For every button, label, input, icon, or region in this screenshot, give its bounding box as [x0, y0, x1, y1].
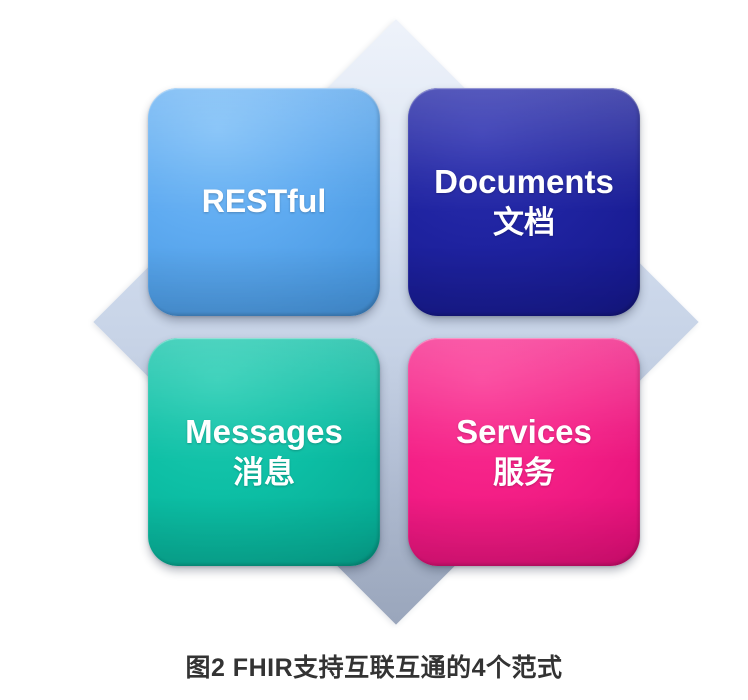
tile-restful[interactable]: RESTful — [148, 88, 380, 316]
tile-services-label-en: Services — [456, 412, 592, 450]
tile-messages[interactable]: Messages 消息 — [148, 338, 380, 566]
tile-services[interactable]: Services 服务 — [408, 338, 640, 566]
tile-services-text: Services 服务 — [456, 413, 592, 492]
tile-messages-label-en: Messages — [185, 412, 343, 450]
tile-messages-text: Messages 消息 — [185, 413, 343, 492]
figure-caption: 图2 FHIR支持互联互通的4个范式 — [185, 654, 563, 682]
tile-documents-label-zh: 文档 — [492, 204, 555, 240]
paradigm-grid: RESTful Documents 文档 Messages 消息 Service… — [148, 88, 640, 566]
tile-messages-label-zh: 消息 — [232, 454, 295, 490]
tile-documents-text: Documents 文档 — [434, 163, 614, 242]
tile-services-label-zh: 服务 — [492, 454, 555, 490]
tile-documents-label-en: Documents — [434, 162, 614, 200]
tile-restful-label-en: RESTful — [201, 183, 327, 220]
tile-restful-text: RESTful — [202, 183, 326, 221]
tile-documents[interactable]: Documents 文档 — [408, 88, 640, 316]
